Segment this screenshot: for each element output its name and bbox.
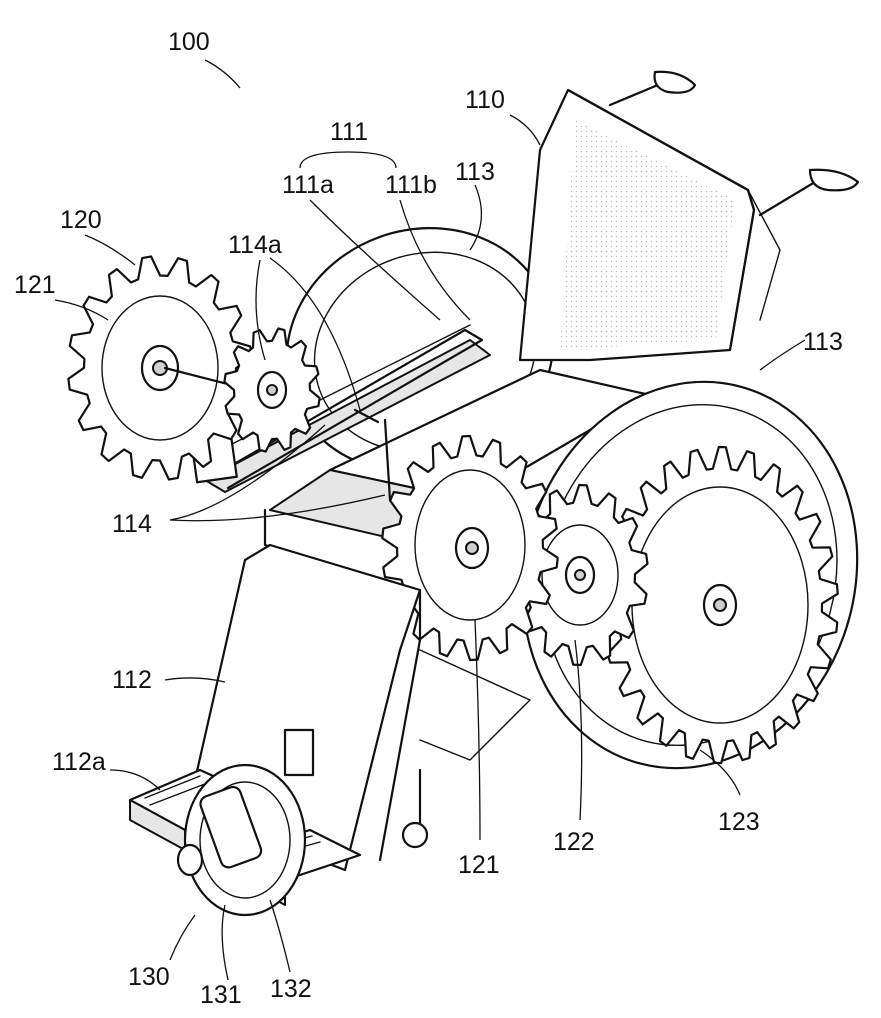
- label-111a: 111a: [282, 171, 334, 199]
- label-110: 110: [465, 86, 505, 114]
- left-gear-121: [67, 255, 292, 481]
- label-111b: 111b: [385, 171, 437, 199]
- label-131: 131: [200, 981, 242, 1009]
- label-113-top: 113: [455, 158, 495, 186]
- label-122: 122: [553, 828, 595, 856]
- label-121-bottom: 121: [458, 851, 500, 879]
- label-120: 120: [60, 206, 102, 234]
- label-100: 100: [168, 28, 210, 56]
- label-111: 111: [330, 118, 368, 146]
- label-114a: 114a: [228, 231, 282, 259]
- backrest: [518, 70, 860, 362]
- label-132: 132: [270, 975, 312, 1003]
- left-small-gear: [223, 327, 321, 453]
- label-112a: 112a: [52, 748, 106, 776]
- label-121-left: 121: [14, 271, 56, 299]
- leader-lines: [54, 59, 806, 981]
- label-114: 114: [112, 510, 152, 538]
- label-113-right: 113: [803, 328, 843, 356]
- label-130: 130: [128, 963, 170, 991]
- gear-121-front: [381, 434, 559, 662]
- reference-labels: 100 110 111 111a 111b 113 113 120 121 11…: [14, 28, 843, 1009]
- gear-123: [601, 445, 839, 765]
- label-112: 112: [112, 666, 152, 694]
- foot-disc: [176, 763, 307, 917]
- label-123: 123: [718, 808, 760, 836]
